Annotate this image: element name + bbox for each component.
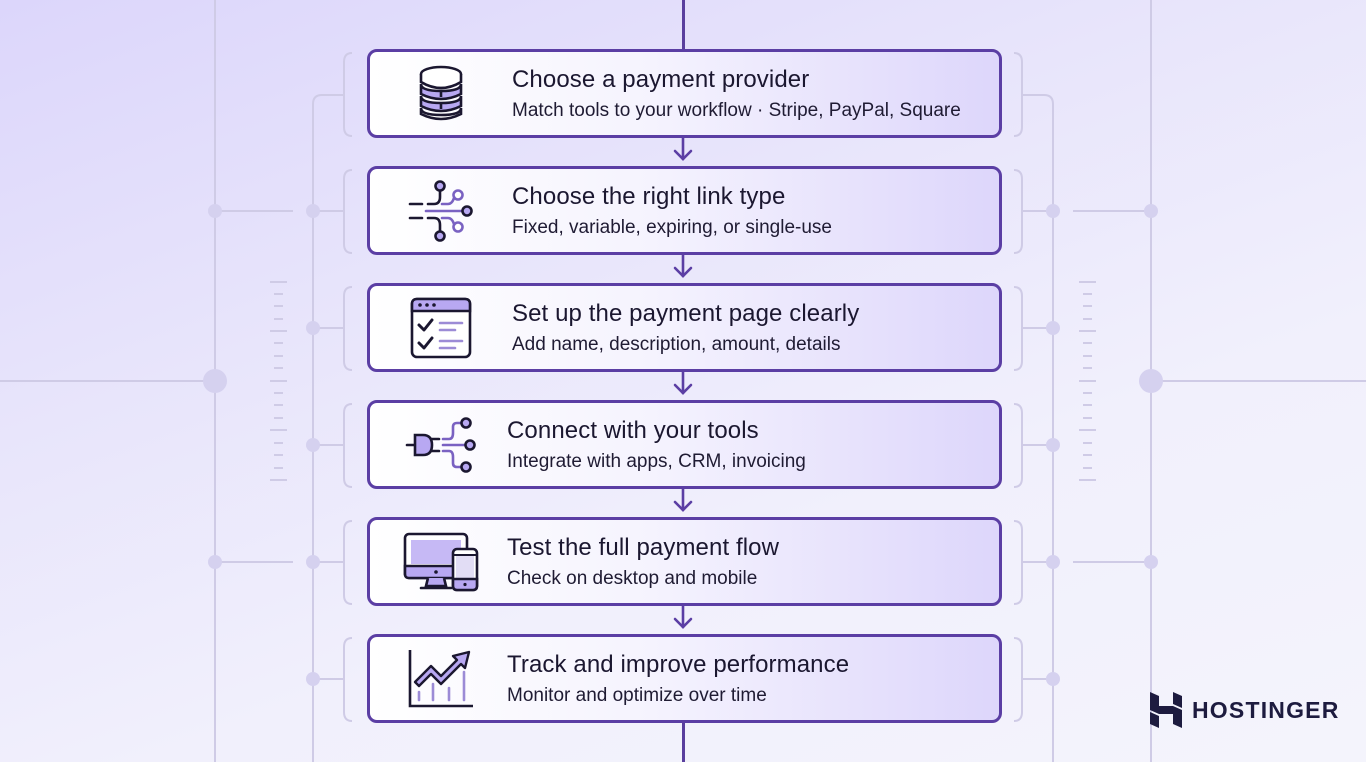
step-title: Set up the payment page clearly <box>512 300 860 327</box>
down-arrow-icon <box>672 370 694 398</box>
hostinger-logo-icon <box>1150 692 1182 728</box>
step-title: Connect with your tools <box>507 417 759 444</box>
brand-name: HOSTINGER <box>1192 696 1340 723</box>
step-test-flow: Test the full payment flow Check on desk… <box>367 517 1002 606</box>
step-subtitle: Add name, description, amount, details <box>512 334 841 355</box>
step-title: Test the full payment flow <box>507 534 780 561</box>
step-subtitle: Integrate with apps, CRM, invoicing <box>507 451 806 472</box>
step-title: Track and improve performance <box>507 651 850 678</box>
step-track-performance: Track and improve performance Monitor an… <box>367 634 1002 723</box>
plug-integration-icon <box>400 413 482 477</box>
hostinger-logo: HOSTINGER <box>1150 692 1340 728</box>
step-subtitle: Monitor and optimize over time <box>507 685 767 706</box>
step-title: Choose the right link type <box>512 183 786 210</box>
down-arrow-icon <box>672 604 694 632</box>
step-subtitle: Check on desktop and mobile <box>507 568 758 589</box>
down-arrow-icon <box>672 487 694 515</box>
spine-top <box>682 0 685 50</box>
step-choose-provider: Choose a payment provider Match tools to… <box>367 49 1002 138</box>
step-subtitle: Fixed, variable, expiring, or single-use <box>512 217 832 238</box>
step-connect-tools: Connect with your tools Integrate with a… <box>367 400 1002 489</box>
step-title: Choose a payment provider <box>512 66 810 93</box>
checklist-page-icon <box>400 296 482 360</box>
down-arrow-icon <box>672 136 694 164</box>
spine-bottom <box>682 722 685 762</box>
branching-links-icon <box>400 179 482 243</box>
step-payment-page: Set up the payment page clearly Add name… <box>367 283 1002 372</box>
step-subtitle: Match tools to your workflow · Stripe, P… <box>512 100 961 121</box>
down-arrow-icon <box>672 253 694 281</box>
trend-chart-icon <box>400 647 482 711</box>
desktop-mobile-icon <box>400 530 482 594</box>
database-stack-icon <box>400 62 482 126</box>
step-link-type: Choose the right link type Fixed, variab… <box>367 166 1002 255</box>
